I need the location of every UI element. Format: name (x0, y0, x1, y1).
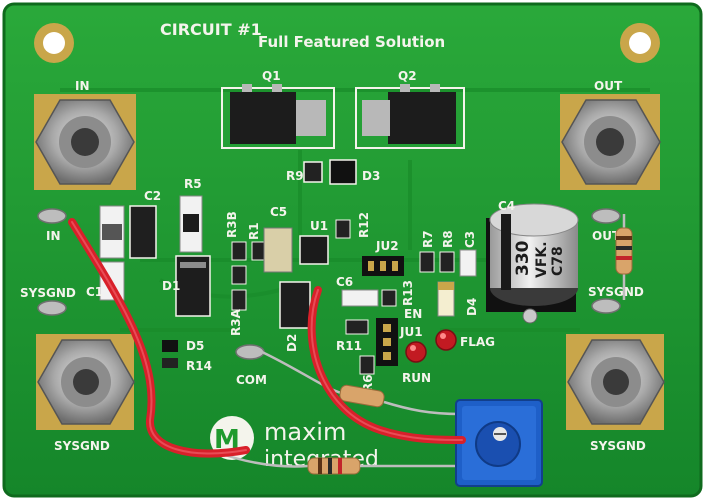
binding-post-sysgnd-right (566, 334, 665, 430)
label-ju1: JU1 (399, 325, 423, 339)
resistor-r14 (162, 358, 178, 368)
capacitor-c2 (99, 205, 157, 259)
label-r7: R7 (421, 230, 435, 248)
red-wires (68, 218, 466, 458)
circuit-title: CIRCUIT #1 (160, 20, 262, 39)
jumper-ju1 (376, 318, 398, 366)
smd-r7-r8-c3 (419, 249, 477, 277)
cap-marking-3: C78 (550, 246, 566, 276)
label-c6: C6 (336, 275, 353, 289)
label-in-top: IN (75, 79, 90, 93)
label-c3: C3 (463, 231, 477, 248)
label-en: EN (404, 307, 422, 321)
label-r6: R6 (361, 374, 375, 392)
binding-post-sysgnd-left (36, 334, 135, 430)
smd-r9-d3 (303, 159, 357, 185)
label-r8: R8 (441, 230, 455, 248)
test-eyelets (37, 208, 621, 360)
led-d4 (437, 281, 455, 317)
mosfet-q1 (221, 84, 335, 149)
capacitor-c5 (263, 227, 293, 273)
label-r5: R5 (184, 177, 202, 191)
cap-marking-1: 330 (513, 240, 533, 276)
diode-d2 (279, 281, 311, 329)
label-d3: D3 (362, 169, 380, 183)
label-r14: R14 (186, 359, 212, 373)
label-sysgnd-bottom-left: SYSGND (54, 439, 110, 453)
label-d4: D4 (465, 298, 479, 316)
resistor-r13 (381, 289, 397, 307)
label-c2: C2 (144, 189, 161, 203)
label-ju2: JU2 (375, 239, 399, 253)
label-q2: Q2 (398, 69, 417, 83)
label-r11: R11 (336, 339, 362, 353)
through-hole-resistor-lower (215, 450, 460, 475)
label-r13: R13 (401, 280, 415, 306)
through-hole-resistor-out (615, 214, 633, 300)
capacitor-c6 (341, 289, 379, 307)
label-d5: D5 (186, 339, 204, 353)
label-sysgnd-left: SYSGND (20, 286, 76, 300)
label-r12: R12 (357, 212, 371, 238)
label-c1: C1 (86, 285, 103, 299)
pcb-board (4, 4, 701, 496)
mounting-hole-right (620, 23, 660, 63)
resistors-r3 (231, 241, 267, 311)
ic-u1 (299, 235, 329, 265)
label-r1: R1 (247, 222, 261, 240)
label-r3a: R3A (229, 308, 243, 336)
resistor-r11 (345, 319, 369, 335)
cap-marking-2: VFK. (534, 241, 550, 278)
resistor-r6 (359, 355, 375, 375)
label-com: COM (236, 373, 267, 387)
label-d2: D2 (285, 334, 299, 352)
label-in-side: IN (46, 229, 61, 243)
label-c4: C4 (498, 199, 515, 213)
mosfet-q2 (355, 84, 465, 149)
label-sysgnd-bottom-right: SYSGND (590, 439, 646, 453)
label-run: RUN (402, 371, 431, 385)
resistor-r12 (335, 219, 351, 239)
binding-post-out (560, 94, 661, 190)
testpoint-run (405, 341, 427, 363)
label-sysgnd-right: SYSGND (588, 285, 644, 299)
diode-d5 (162, 340, 178, 352)
label-q1: Q1 (262, 69, 281, 83)
label-r9: R9 (286, 169, 304, 183)
logo-maxim-text: maxim (264, 418, 346, 446)
label-u1: U1 (310, 219, 328, 233)
label-out-side: OUT (592, 229, 621, 243)
label-d1: D1 (162, 279, 180, 293)
label-c5: C5 (270, 205, 287, 219)
through-hole-resistor-upper (261, 350, 461, 416)
label-flag: FLAG (460, 335, 495, 349)
capacitor-c4 (486, 203, 579, 324)
mounting-hole-left (34, 23, 74, 63)
board-subtitle: Full Featured Solution (258, 33, 445, 51)
resistor-r5 (179, 195, 203, 253)
jumper-ju2 (362, 256, 404, 276)
binding-post-in (34, 94, 136, 190)
label-r3b: R3B (225, 211, 239, 238)
potentiometer (455, 399, 543, 487)
diode-d1 (175, 255, 211, 317)
label-out-top: OUT (594, 79, 623, 93)
testpoint-flag (435, 329, 457, 351)
